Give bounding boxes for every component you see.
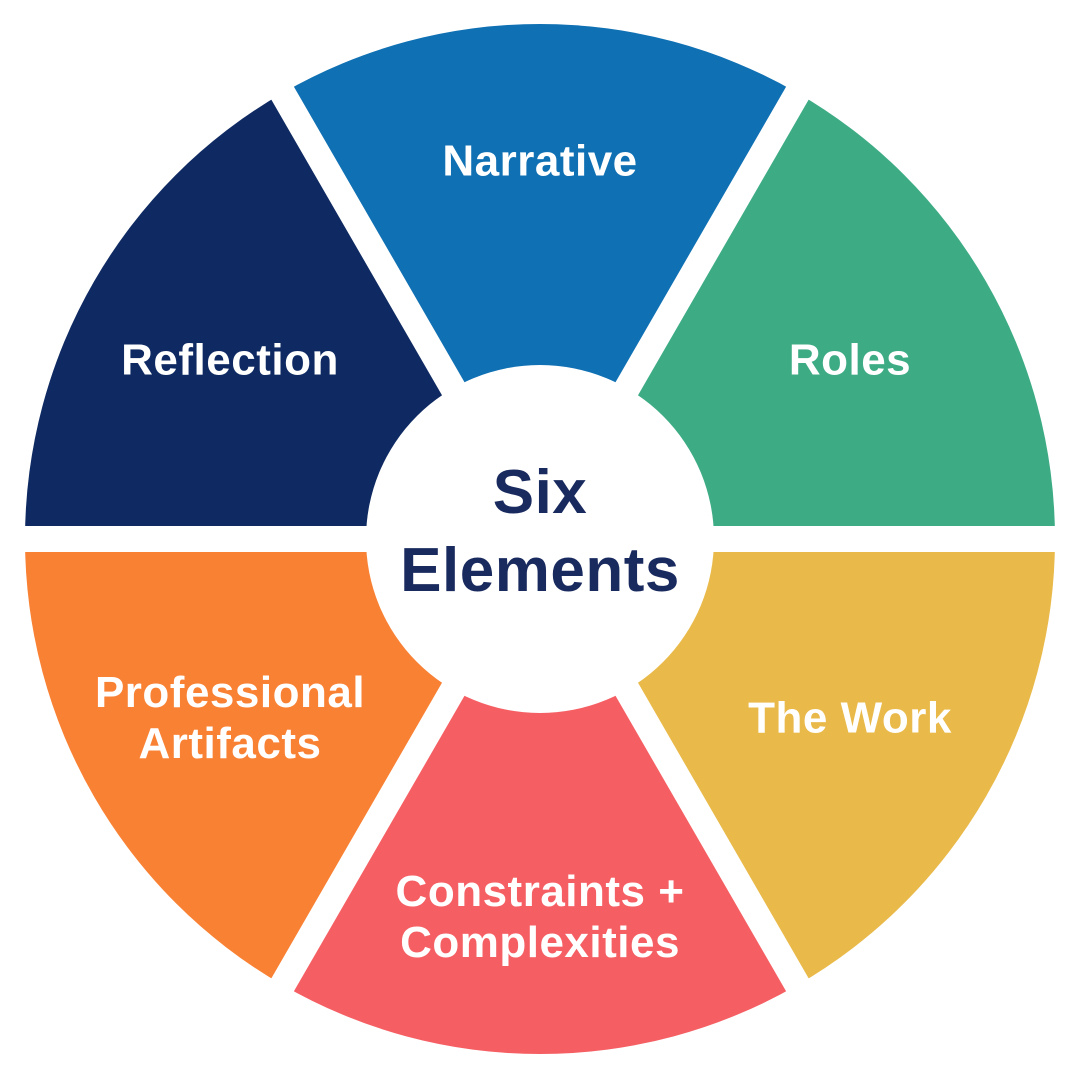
wheel-center-hole bbox=[366, 365, 714, 713]
wheel-center-title: Six Elements bbox=[400, 457, 680, 605]
wheel-segment-constraints-complexities bbox=[282, 539, 798, 1054]
wheel-segment-narrative bbox=[282, 24, 798, 539]
